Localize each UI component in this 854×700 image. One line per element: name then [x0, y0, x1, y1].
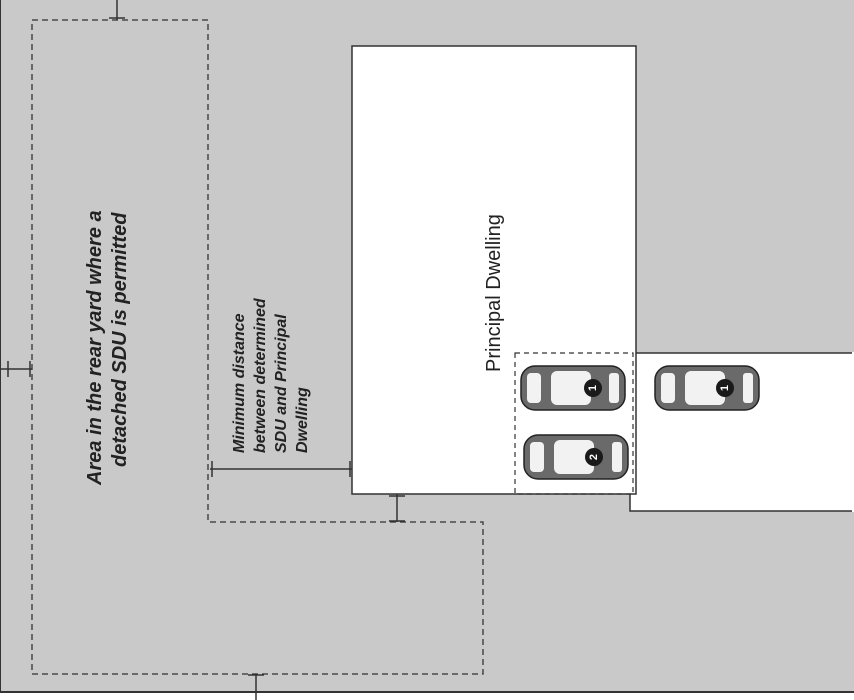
car-icon — [520, 365, 626, 411]
parking-space-garage-1: 1 — [520, 365, 626, 411]
parking-space-driveway: 1 — [654, 365, 760, 411]
parking-number-label: 1 — [719, 385, 731, 391]
car-icon — [654, 365, 760, 411]
rear-yard-area-label-line2: detached SDU is permitted — [109, 212, 131, 467]
min-distance-label-line3: SDU and Principal — [273, 314, 290, 453]
rear-yard-area-label-line1: Area in the rear yard where a — [84, 210, 106, 486]
driveway-edge-cover — [852, 352, 854, 512]
parking-number-label: 1 — [587, 385, 599, 391]
parking-number-badge — [716, 379, 734, 397]
sdu-permitted-area-outline — [31, 19, 484, 675]
parking-space-garage-2: 2 — [523, 434, 629, 480]
parking-number-label: 2 — [588, 454, 600, 460]
min-distance-label-line1: Minimum distance — [231, 313, 248, 453]
car-icon — [523, 434, 629, 480]
min-distance-label-line4: Dwelling — [294, 387, 311, 453]
parking-number-badge — [585, 448, 603, 466]
garage-parking-area — [514, 352, 634, 495]
principal-dwelling-footprint — [351, 45, 637, 495]
principal-dwelling-label: Principal Dwelling — [483, 214, 505, 372]
parking-number-badge — [584, 379, 602, 397]
min-distance-label-line2: between determined — [252, 297, 269, 453]
